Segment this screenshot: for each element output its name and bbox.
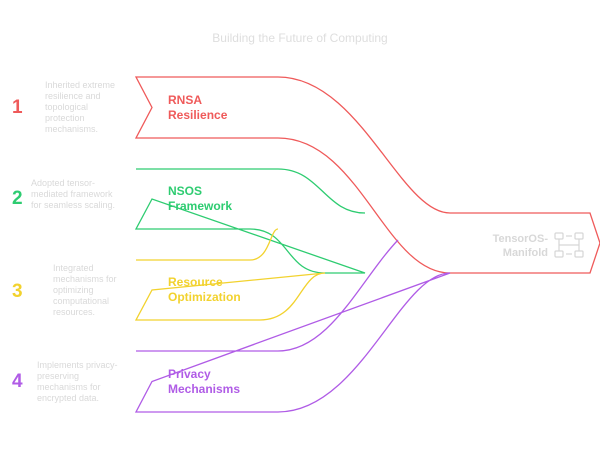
step-label-2-line2: Framework: [168, 199, 233, 213]
step-label-1-line2: Resilience: [168, 108, 228, 122]
network-nodes-icon: [554, 232, 584, 258]
flow-band-nsos: [134, 168, 366, 274]
target-label-line1: TensorOS-: [492, 233, 548, 245]
step-number-1: 1: [12, 97, 23, 118]
step-label-4-line2: Mechanisms: [168, 382, 241, 396]
target-label-line2: Manifold: [502, 247, 548, 259]
step-label-4-line1: Privacy: [168, 367, 211, 381]
flow-band-rnsa: [134, 76, 600, 274]
step-description-1: Inherited extreme resilience and topolog…: [45, 80, 116, 134]
flow-band-resource: [134, 228, 326, 321]
step-label-2: NSOS Framework: [168, 184, 232, 214]
step-number-4: 4: [12, 371, 23, 392]
step-description-3: Integrated mechanisms for optimizing com…: [53, 263, 117, 317]
step-description-4: Implements privacy-preserving mechanisms…: [37, 360, 118, 403]
step-label-3: Resource Optimization: [168, 275, 241, 305]
step-label-3-line1: Resource: [168, 275, 223, 289]
step-description-2: Adopted tensor-mediated framework for se…: [31, 178, 116, 210]
flow-band-privacy: [134, 239, 451, 413]
step-number-2: 2: [12, 188, 23, 209]
step-number-3: 3: [12, 281, 23, 302]
step-label-4: Privacy Mechanisms: [168, 367, 240, 397]
diagram-title: Building the Future of Computing: [212, 31, 388, 45]
step-label-1: RNSA Resilience: [168, 93, 227, 123]
step-label-1-line1: RNSA: [168, 93, 203, 107]
step-label-3-line2: Optimization: [168, 290, 241, 304]
target-label: TensorOS- Manifold: [474, 232, 548, 260]
step-label-2-line1: NSOS: [168, 184, 203, 198]
